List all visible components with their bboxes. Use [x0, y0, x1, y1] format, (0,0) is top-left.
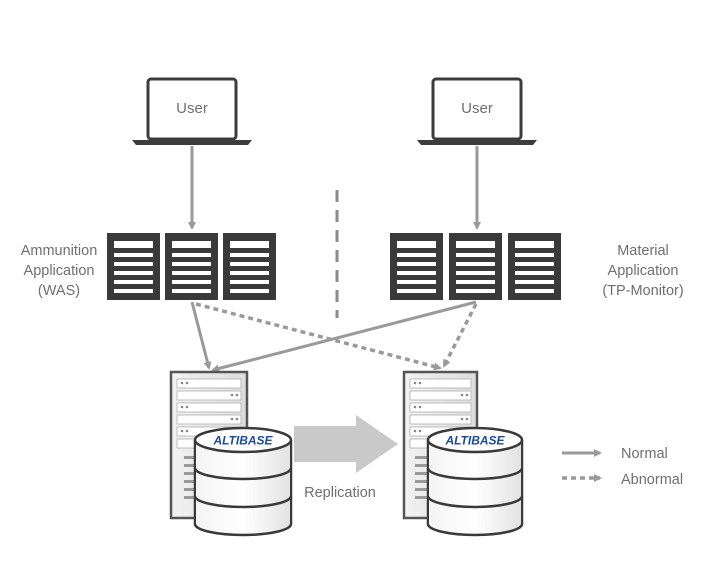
abnormal-arrow-right-app-to-right-db	[442, 303, 478, 368]
app-servers-left	[107, 233, 276, 300]
app-servers-right	[390, 233, 561, 300]
server-unit	[107, 233, 160, 300]
replication-label: Replication	[304, 485, 376, 501]
user-laptop-left: User	[132, 77, 252, 145]
legend: Normal Abnormal	[562, 446, 683, 488]
app-label-left: Ammunition Application (WAS)	[21, 243, 98, 299]
app-label-left-line3: (WAS)	[38, 283, 80, 299]
server-unit	[390, 233, 443, 300]
normal-arrow-right-app-to-left-db	[211, 300, 477, 373]
user-label-right: User	[461, 100, 493, 117]
server-unit	[449, 233, 502, 300]
legend-abnormal-label: Abnormal	[621, 472, 683, 488]
database-cylinder-right: ALTIBASE	[426, 426, 524, 537]
abnormal-arrow-left-app-to-right-db	[195, 302, 442, 371]
server-unit	[165, 233, 218, 300]
altibase-logo-right: ALTIBASE	[444, 434, 505, 448]
app-label-right: Material Application (TP-Monitor)	[602, 243, 683, 299]
server-unit	[508, 233, 561, 300]
legend-normal-label: Normal	[621, 446, 668, 462]
app-label-left-line2: Application	[24, 263, 95, 279]
app-label-right-line1: Material	[617, 243, 669, 259]
user-label-left: User	[176, 100, 208, 117]
database-cylinder-left: ALTIBASE	[193, 426, 293, 537]
server-unit	[223, 233, 276, 300]
normal-arrow-left-app-to-left-db	[190, 301, 212, 370]
replication-arrow	[294, 415, 398, 473]
app-label-right-line2: Application	[608, 263, 679, 279]
altibase-logo-left: ALTIBASE	[212, 434, 273, 448]
user-laptop-right: User	[417, 77, 537, 145]
app-label-left-line1: Ammunition	[21, 243, 98, 259]
app-label-right-line3: (TP-Monitor)	[602, 283, 683, 299]
